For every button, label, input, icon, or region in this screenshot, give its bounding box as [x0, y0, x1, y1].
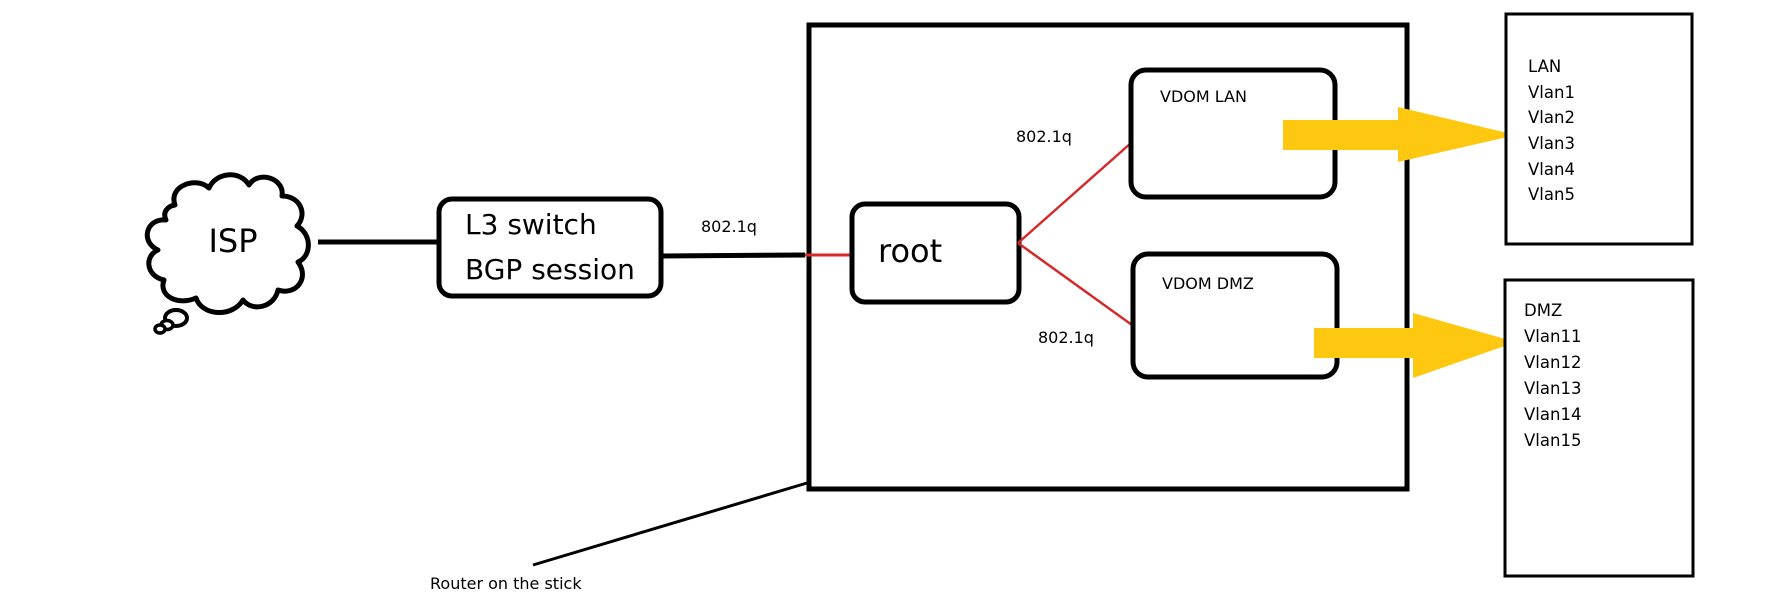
dmz-zone-title: DMZ	[1524, 301, 1562, 320]
thought-bubble-small	[153, 323, 167, 335]
vdom-lan-802-1q-label: 802.1q	[1016, 127, 1072, 146]
root-label: root	[878, 232, 942, 270]
lan-vlan-item: Vlan4	[1528, 160, 1575, 179]
vdom-lan-label: VDOM LAN	[1160, 87, 1247, 106]
trunk-802-1q-label: 802.1q	[701, 217, 757, 236]
root-vdom-lan-link	[1017, 142, 1132, 244]
l3-switch-box	[436, 196, 664, 299]
lan-zone-box	[1504, 12, 1694, 246]
dmz-vlan-item: Vlan11	[1524, 327, 1581, 346]
lan-vlan-item: Vlan1	[1528, 83, 1575, 102]
isp-label: ISP	[208, 222, 257, 260]
root-box	[849, 201, 1022, 305]
router-label-pointer	[532, 481, 808, 567]
dmz-vlan-item: Vlan14	[1524, 405, 1581, 424]
dmz-zone: DMZ Vlan11 Vlan12 Vlan13 Vlan14 Vlan15	[1503, 278, 1695, 578]
dmz-arrow-icon	[1314, 313, 1516, 378]
vdom-dmz-box	[1130, 251, 1340, 380]
lan-vlan-item: Vlan5	[1528, 185, 1575, 204]
router-box	[806, 22, 1410, 492]
router-on-the-stick-label: Router on the stick	[430, 574, 582, 593]
lan-vlan-item: Vlan3	[1528, 134, 1575, 153]
dmz-vlan-item: Vlan13	[1524, 379, 1581, 398]
lan-vlan-item: Vlan2	[1528, 108, 1575, 127]
vdom-dmz-node: VDOM DMZ	[1130, 251, 1340, 380]
trunk-link	[660, 252, 806, 259]
dmz-zone-box	[1503, 278, 1695, 578]
lan-zone-title: LAN	[1528, 57, 1561, 76]
dmz-vlan-item: Vlan15	[1524, 431, 1581, 450]
cloud-icon	[144, 172, 311, 315]
l3-switch-node: L3 switch BGP session	[436, 196, 664, 299]
root-vdom-dmz-link	[1017, 241, 1133, 327]
l3-switch-label-line1: L3 switch	[465, 208, 597, 241]
lan-zone: LAN Vlan1 Vlan2 Vlan3 Vlan4 Vlan5	[1504, 12, 1694, 246]
lan-arrow-icon	[1283, 107, 1516, 162]
root-node: root	[849, 201, 1022, 305]
l3-switch-label-line2: BGP session	[465, 253, 635, 286]
dmz-vlan-item: Vlan12	[1524, 353, 1581, 372]
isp-cloud: ISP	[144, 172, 311, 335]
vdom-dmz-label: VDOM DMZ	[1162, 274, 1254, 293]
vdom-dmz-802-1q-label: 802.1q	[1038, 328, 1094, 347]
